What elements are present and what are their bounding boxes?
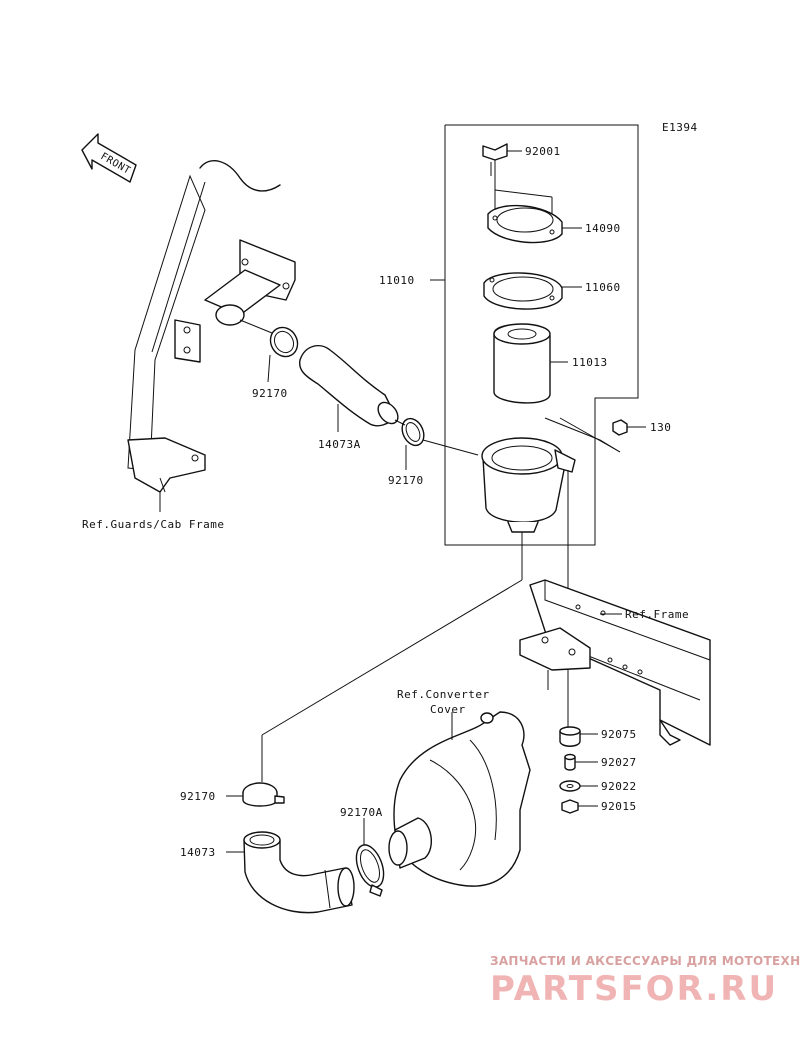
cab-frame-illustration: [127, 160, 296, 512]
label-92015: 92015: [601, 800, 637, 813]
grommet-92075: [559, 726, 598, 747]
frame-illustration: [519, 579, 711, 746]
collar-92027: [564, 753, 598, 771]
label-130: 130: [650, 421, 671, 434]
plate-14090: [487, 204, 582, 244]
label-92170a: 92170A: [340, 806, 383, 819]
label-92170-low: 92170: [180, 790, 216, 803]
label-92170-top: 92170: [252, 387, 288, 400]
label-11013: 11013: [572, 356, 608, 369]
ref-frame-label: Ref.Frame: [625, 608, 689, 621]
gasket-11060: [483, 272, 582, 310]
air-cleaner-housing: [481, 417, 621, 545]
label-11060: 11060: [585, 281, 621, 294]
label-92022: 92022: [601, 780, 637, 793]
washer-92022: [559, 780, 598, 792]
filter-element-11013: [493, 323, 568, 404]
label-92001: 92001: [525, 145, 561, 158]
wing-bolt-92001: [482, 143, 553, 232]
clamp-92170-mid: [394, 417, 479, 456]
clamp-92170-top: [239, 319, 299, 358]
label-92075: 92075: [601, 728, 637, 741]
clamp-92170-lower: [226, 782, 285, 807]
ref-converter-label-1: Ref.Converter: [397, 688, 490, 701]
leader-to-lower-clamp: [261, 579, 523, 736]
front-arrow-icon: FRONT: [81, 133, 137, 183]
watermark-logo: PARTSFOR.RU: [490, 969, 778, 1009]
label-14090: 14090: [585, 222, 621, 235]
ref-guards-label: Ref.Guards/Cab Frame: [82, 518, 224, 531]
air-cleaner-assembly-box: [430, 124, 639, 546]
bolt-130: [612, 419, 646, 436]
hose-14073: [226, 831, 355, 914]
clamp-92170a: [355, 818, 385, 897]
label-14073a: 14073A: [318, 438, 361, 451]
label-92170-mid: 92170: [388, 474, 424, 487]
label-11010: 11010: [379, 274, 415, 287]
nut-92015: [561, 799, 598, 814]
label-92027: 92027: [601, 756, 637, 769]
converter-cover-illustration: [388, 711, 531, 887]
label-14073: 14073: [180, 846, 216, 859]
hose-14073a: [298, 344, 399, 427]
watermark-top: ЗАПЧАСТИ И АКСЕССУАРЫ ДЛЯ МОТОТЕХНИКИ: [490, 954, 800, 968]
ref-converter-label-2: Cover: [430, 703, 466, 716]
diagram-code: E1394: [662, 121, 698, 134]
